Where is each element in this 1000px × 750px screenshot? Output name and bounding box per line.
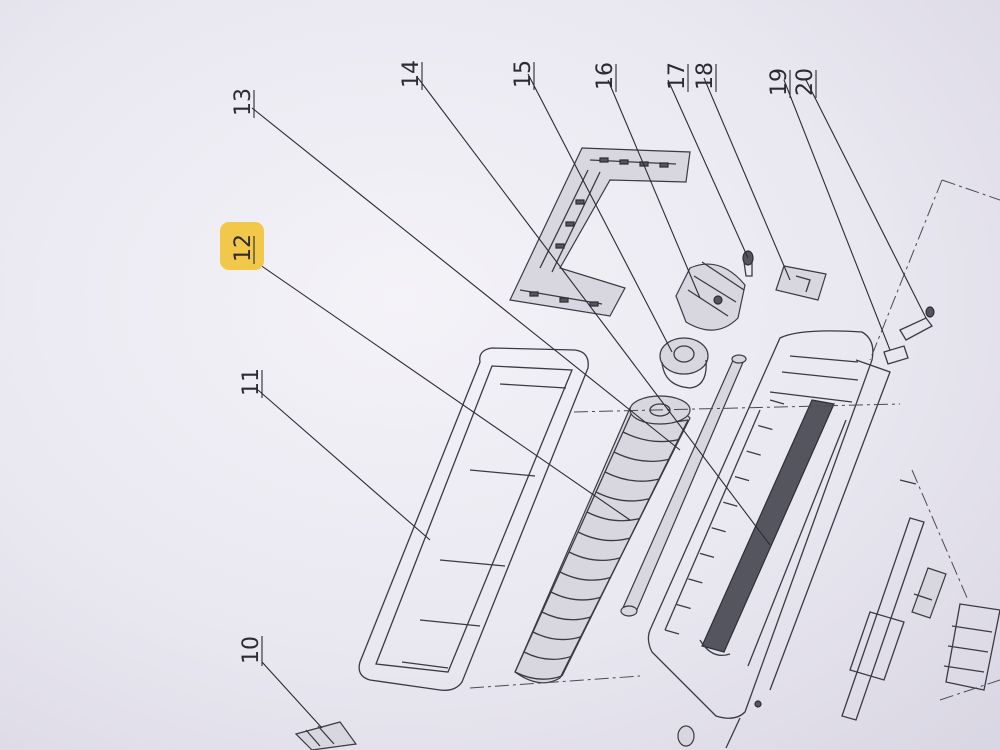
fan-blade-rib	[550, 591, 601, 601]
part-chassis	[647, 330, 891, 719]
part-shaft	[620, 354, 747, 617]
fan-blade-rib	[523, 651, 572, 661]
callout-19: 19	[767, 68, 792, 96]
leader-lines	[249, 73, 927, 729]
chassis-rib	[699, 552, 715, 558]
callout-18: 18	[693, 62, 718, 90]
part-right-screws	[883, 306, 935, 365]
callout-17: 17	[665, 62, 690, 90]
callout-20: 20	[793, 68, 818, 96]
part-vanes	[841, 479, 1000, 721]
chassis-rib	[769, 399, 785, 405]
part-connector-box	[294, 721, 358, 750]
bracket-hole	[555, 243, 565, 249]
part-fan-motor	[675, 261, 746, 331]
fan-blade-rib	[613, 451, 669, 462]
callout-15: 15	[511, 60, 536, 88]
chassis-rib	[746, 450, 761, 456]
chassis-rib	[734, 476, 750, 482]
fan-blade-rib	[586, 511, 640, 522]
fan-blade-rib	[622, 431, 679, 443]
callout-11: 11	[239, 368, 264, 396]
bracket-hole	[599, 157, 609, 163]
fan-blade-rib	[604, 471, 660, 482]
bracket-hole	[589, 301, 599, 307]
part-front-panel	[358, 347, 589, 691]
fan-blade-rib	[514, 671, 563, 680]
callout-16: 16	[593, 62, 618, 90]
fan-blade-rib	[541, 611, 592, 621]
part-mounting-bracket	[509, 147, 691, 317]
part-blower-wheel	[514, 395, 691, 684]
callout-12-highlight	[220, 222, 264, 270]
part-bearing	[659, 337, 709, 389]
fan-blade-rib	[559, 571, 611, 581]
bracket-hole	[619, 159, 629, 165]
part-screw	[742, 250, 754, 277]
fan-blade-rib	[532, 631, 582, 641]
part-clip	[775, 265, 827, 301]
bracket-hole	[565, 221, 575, 227]
chassis-rib	[676, 603, 691, 610]
chassis-rib	[758, 424, 773, 431]
fan-blade-rib	[568, 551, 621, 561]
chassis-rib	[688, 578, 703, 584]
callout-10: 10	[239, 636, 264, 664]
bracket-hole	[659, 162, 669, 168]
chassis-rib	[664, 629, 680, 635]
callout-12: 12	[231, 234, 256, 262]
bracket-hole	[529, 291, 539, 297]
bracket-hole	[559, 297, 569, 303]
callout-13: 13	[231, 88, 256, 116]
bracket-hole	[575, 199, 585, 205]
fan-blade-rib	[577, 531, 631, 542]
callout-labels: 10 11 12 13 14 15 16 17 18 19 20	[220, 60, 818, 666]
callout-14: 14	[399, 60, 424, 88]
fan-blade-rib	[595, 491, 650, 502]
chassis-rib	[711, 527, 726, 533]
part-bottom-fasteners	[677, 700, 762, 749]
chassis-rib	[723, 501, 738, 507]
